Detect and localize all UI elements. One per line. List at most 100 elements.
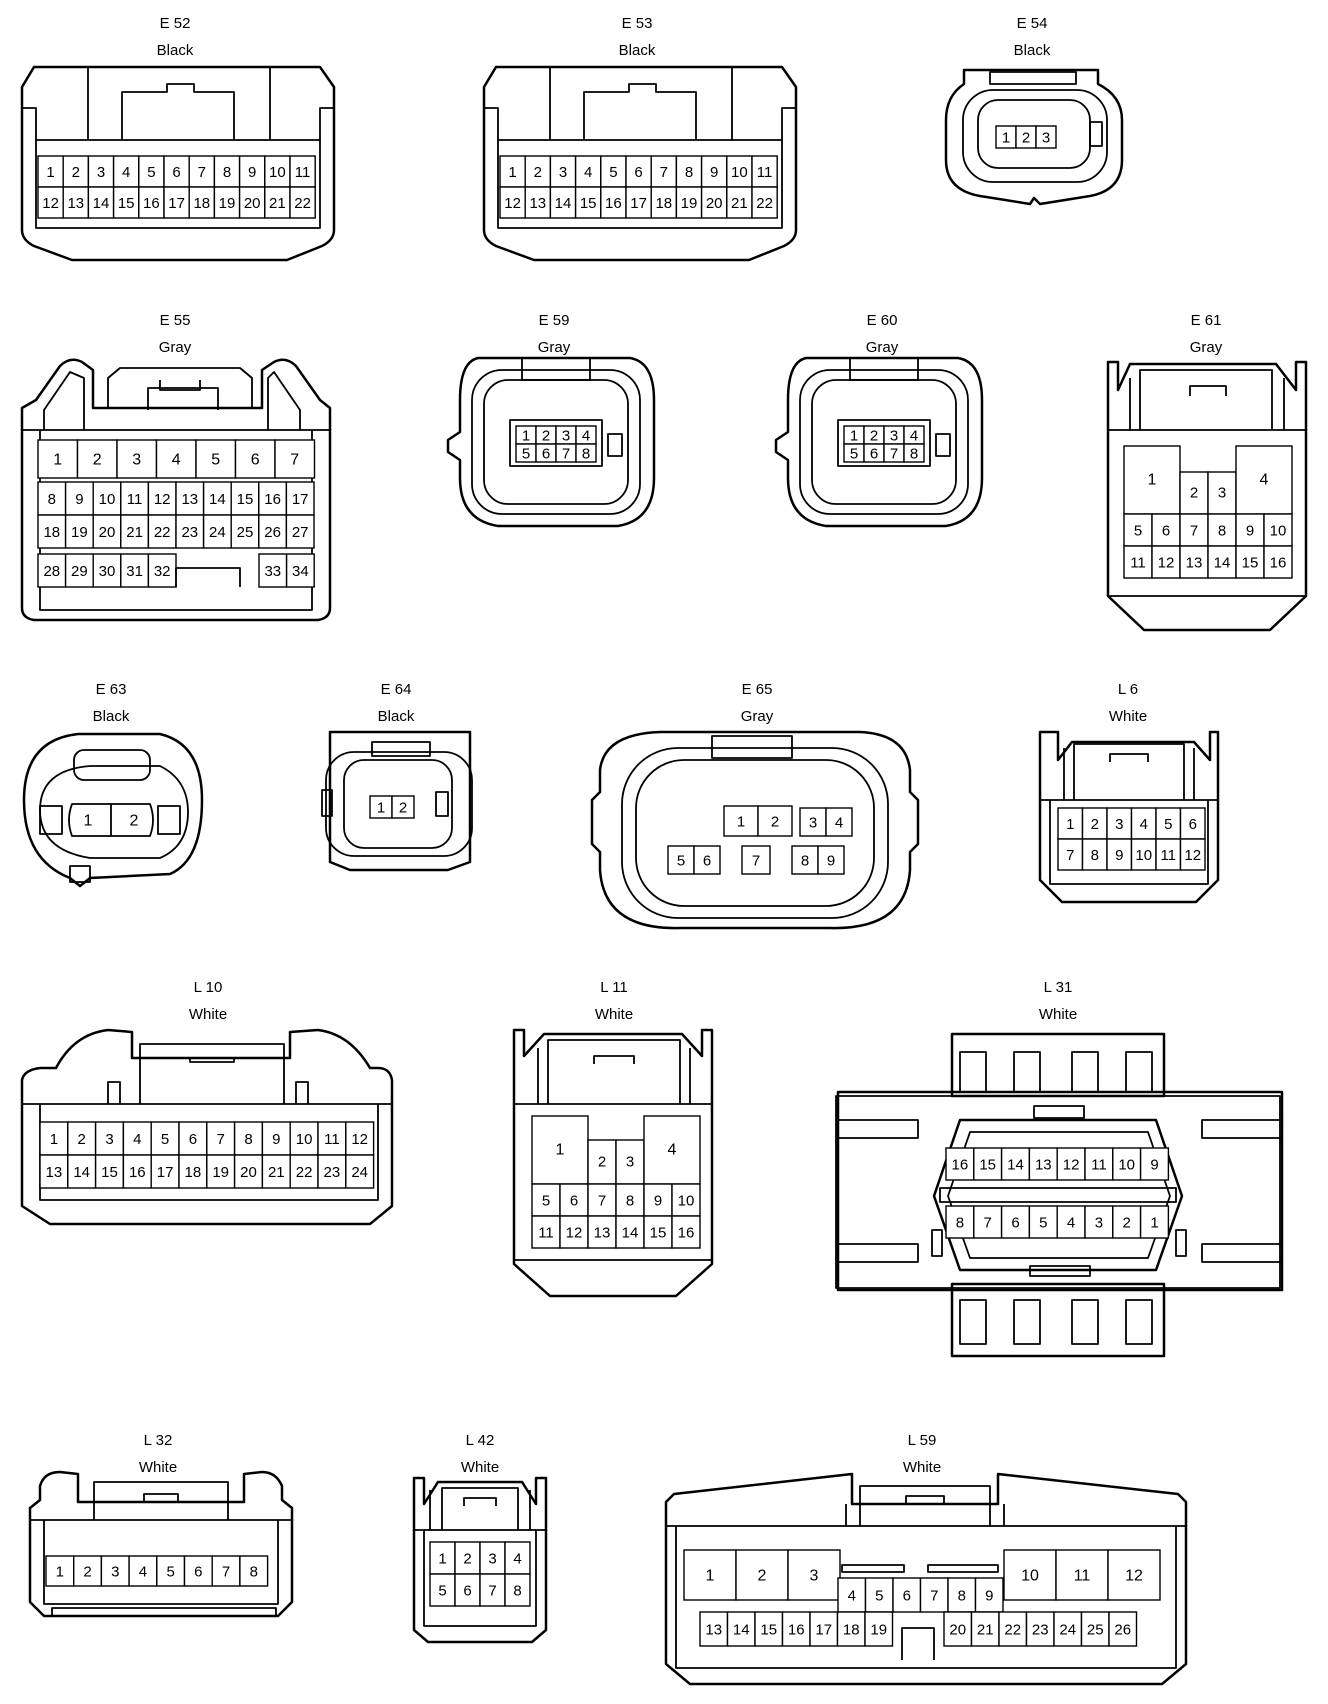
connector-color: Black	[378, 708, 415, 725]
pin-label: 4	[1140, 816, 1148, 833]
pin-label: 11	[538, 1225, 554, 1242]
pin-label: 17	[630, 195, 647, 212]
pin-label: 1	[53, 452, 62, 469]
pin-label: 20	[244, 195, 261, 212]
pin-label: 15	[101, 1164, 118, 1181]
pin-label: 10	[1135, 847, 1152, 864]
connector-id: L 59	[908, 1432, 937, 1449]
pin-label: 6	[903, 1588, 911, 1605]
connector-color: White	[1109, 708, 1147, 725]
pin-label: 18	[185, 1164, 202, 1181]
pin-label: 10	[1118, 1157, 1135, 1174]
pin-label: 8	[956, 1215, 964, 1232]
pin-label: 5	[211, 452, 220, 469]
pin-label: 11	[1160, 847, 1176, 864]
pin-label: 1	[556, 1142, 565, 1159]
pin-label: 14	[555, 195, 572, 212]
pin-label: 1	[46, 164, 54, 181]
pin-label: 2	[83, 1564, 91, 1581]
pin-label: 2	[72, 164, 80, 181]
pin-label: 6	[463, 1583, 471, 1600]
pin-label: 11	[295, 164, 311, 181]
pin-label: 6	[634, 164, 642, 181]
pin-label: 7	[562, 446, 570, 463]
connector-id: L 11	[600, 979, 628, 996]
pin-label: 5	[609, 164, 617, 181]
pin-label: 8	[244, 1131, 252, 1148]
pin-label: 9	[654, 1193, 662, 1210]
pin-label: 9	[272, 1131, 280, 1148]
pin-label: 1	[1148, 472, 1157, 489]
connector-color: Gray	[538, 339, 571, 356]
pin-label: 22	[294, 195, 311, 212]
pin-label: 5	[438, 1583, 446, 1600]
pin-label: 23	[181, 524, 198, 541]
pin-label: 5	[166, 1564, 174, 1581]
connector-id: L 10	[194, 979, 223, 996]
pin-label: 20	[706, 195, 723, 212]
pin-label: 8	[1091, 847, 1099, 864]
pin-label: 21	[977, 1622, 994, 1639]
connector-id: E 55	[160, 312, 191, 329]
pin-label: 1	[50, 1131, 58, 1148]
pin-label: 4	[582, 428, 590, 445]
pin-label: 8	[685, 164, 693, 181]
connector-id: E 52	[160, 15, 191, 32]
pin-label: 22	[296, 1164, 313, 1181]
pin-label: 7	[1190, 523, 1198, 540]
pin-label: 7	[488, 1583, 496, 1600]
pin-label: 6	[703, 853, 711, 870]
pin-label: 2	[1091, 816, 1099, 833]
pin-label: 17	[292, 491, 309, 508]
pin-label: 5	[147, 164, 155, 181]
pin-label: 2	[1123, 1215, 1131, 1232]
connector-color: White	[1039, 1006, 1077, 1023]
pin-label: 4	[584, 164, 592, 181]
pin-label: 9	[710, 164, 718, 181]
pin-label: 5	[161, 1131, 169, 1148]
pin-label: 31	[126, 563, 143, 580]
pin-label: 30	[99, 563, 116, 580]
connector-color: White	[595, 1006, 633, 1023]
pin-label: 18	[43, 524, 60, 541]
pin-label: 10	[1021, 1568, 1039, 1585]
pin-label: 2	[534, 164, 542, 181]
pin-label: 1	[850, 428, 858, 445]
connector-color: Black	[619, 42, 656, 59]
pin-label: 1	[522, 428, 530, 445]
pin-label: 9	[1115, 847, 1123, 864]
pin-label: 6	[1011, 1215, 1019, 1232]
pin-label: 20	[949, 1622, 966, 1639]
pin-label: 10	[1270, 523, 1287, 540]
pin-label: 26	[1114, 1622, 1131, 1639]
pin-label: 16	[788, 1622, 805, 1639]
pin-label: 16	[952, 1157, 969, 1174]
pin-label: 12	[1158, 555, 1175, 572]
pin-label: 25	[237, 524, 254, 541]
pin-label: 2	[598, 1154, 606, 1171]
pin-label: 8	[250, 1564, 258, 1581]
pin-label: 6	[1189, 816, 1197, 833]
pin-label: 3	[132, 452, 141, 469]
pin-label: 5	[1134, 523, 1142, 540]
pin-label: 3	[559, 164, 567, 181]
pin-label: 6	[542, 446, 550, 463]
pin-label: 7	[217, 1131, 225, 1148]
pin-label: 11	[127, 491, 143, 508]
pin-label: 4	[848, 1588, 856, 1605]
pin-label: 17	[157, 1164, 174, 1181]
pin-label: 15	[118, 195, 135, 212]
pin-label: 25	[1087, 1622, 1104, 1639]
connector-color: Gray	[1190, 339, 1223, 356]
pin-label: 7	[290, 452, 299, 469]
pin-label: 15	[1242, 555, 1259, 572]
connector-id: E 54	[1017, 15, 1048, 32]
